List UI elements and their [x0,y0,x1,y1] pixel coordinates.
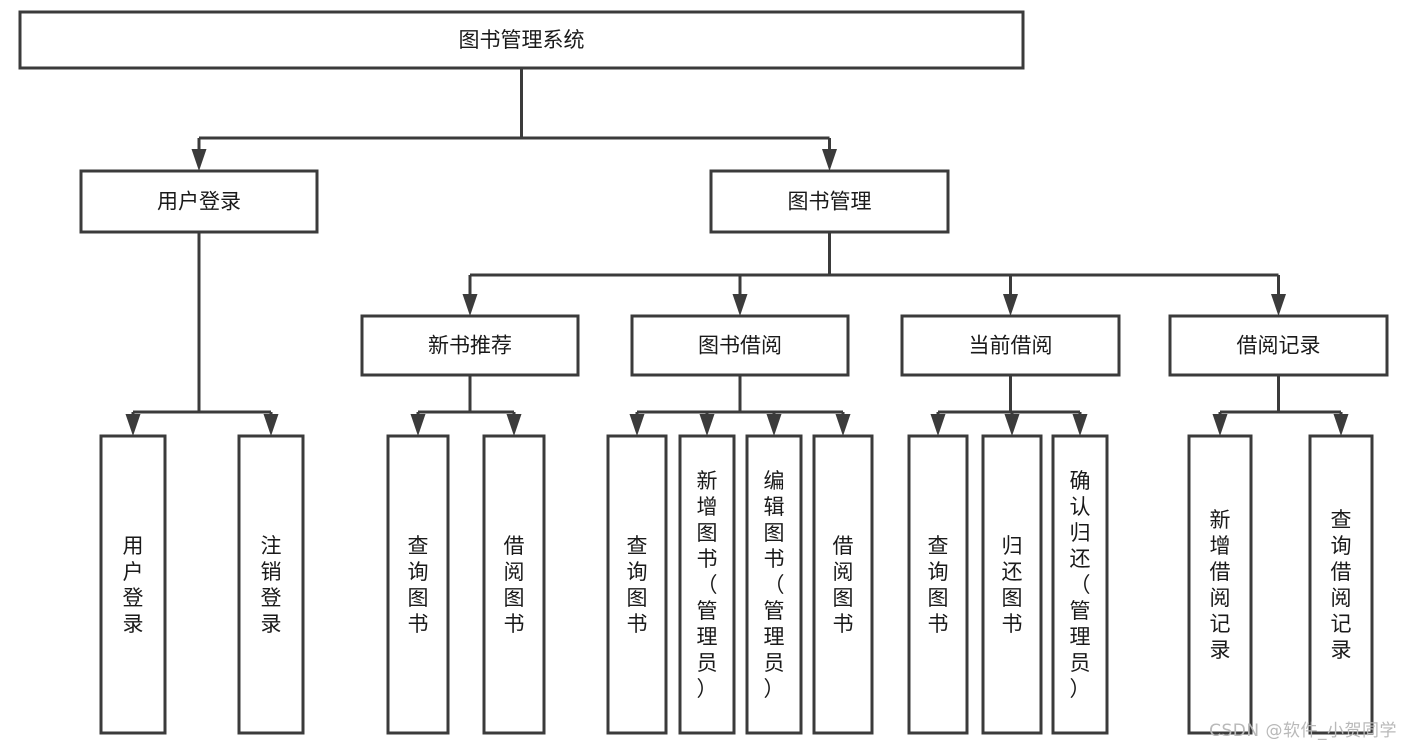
node-box [745,434,803,735]
edge-group-l3_current [930,375,1088,436]
node-l2-user[interactable]: 用户登录 [79,169,319,234]
node-leaf-rec-add[interactable]: 新增借阅记录 [1187,434,1253,735]
node-label: 确认归还（管理员） [1070,469,1091,701]
node-leaf-user-login[interactable]: 用户登录 [99,434,167,735]
node-leaf-user-logout[interactable]: 注销登录 [237,434,305,735]
node-box [900,314,1121,377]
node-box [237,434,305,735]
edge-group-l3_newbook [410,375,522,436]
node-label: 当前借阅 [969,334,1053,358]
node-box [812,434,874,735]
node-label: 借阅图书 [504,534,525,636]
node-leaf-bl-edit[interactable]: 编辑图书（管理员） [745,434,803,735]
node-leaf-cur-return[interactable]: 归还图书 [981,434,1043,735]
edge-group-l3_borrow [629,375,851,436]
node-label: 图书管理 [788,190,872,214]
node-box [1187,434,1253,735]
node-box [981,434,1043,735]
node-label: 新书推荐 [428,334,512,358]
node-box [709,169,950,234]
edges-layer [125,68,1349,436]
edge-group-root [191,68,837,171]
node-leaf-bl-add[interactable]: 新增图书（管理员） [678,434,736,735]
node-box [360,314,580,377]
node-label: 新增图书（管理员） [697,469,718,701]
node-l3-newbook[interactable]: 新书推荐 [360,314,580,377]
node-leaf-bl-query[interactable]: 查询图书 [606,434,668,735]
node-leaf-nb-borrow[interactable]: 借阅图书 [482,434,546,735]
node-label: 查询图书 [928,534,949,636]
node-label: 查询图书 [408,534,429,636]
node-l3-current[interactable]: 当前借阅 [900,314,1121,377]
node-root[interactable]: 图书管理系统 [18,10,1025,70]
node-leaf-cur-confirm[interactable]: 确认归还（管理员） [1051,434,1109,735]
node-leaf-nb-query[interactable]: 查询图书 [386,434,450,735]
node-box [630,314,850,377]
node-label: 注销登录 [261,534,282,636]
node-label: 用户登录 [123,534,144,636]
node-label: 借阅图书 [833,534,854,636]
node-leaf-cur-query[interactable]: 查询图书 [907,434,969,735]
node-leaf-bl-borrow[interactable]: 借阅图书 [812,434,874,735]
node-label: 查询借阅记录 [1331,508,1352,662]
node-label: 新增借阅记录 [1210,508,1231,662]
node-l3-borrow[interactable]: 图书借阅 [630,314,850,377]
node-box [386,434,450,735]
node-box [482,434,546,735]
node-box [1051,434,1109,735]
node-box [79,169,319,234]
edge-group-l2_user [125,232,279,436]
node-l3-record[interactable]: 借阅记录 [1168,314,1389,377]
node-label: 用户登录 [157,190,241,214]
node-label: 借阅记录 [1237,334,1321,358]
nodes-layer: 图书管理系统用户登录图书管理新书推荐图书借阅当前借阅借阅记录用户登录注销登录查询… [18,10,1389,735]
node-box [606,434,668,735]
node-l2-book[interactable]: 图书管理 [709,169,950,234]
node-box [1168,314,1389,377]
node-leaf-rec-query[interactable]: 查询借阅记录 [1308,434,1374,735]
node-label: 归还图书 [1002,534,1023,636]
edge-group-l2_book [462,232,1286,316]
node-box [99,434,167,735]
node-box [18,10,1025,70]
node-label: 图书借阅 [698,334,782,358]
node-box [1308,434,1374,735]
edge-group-l3_record [1212,375,1349,436]
node-label: 查询图书 [627,534,648,636]
node-label: 图书管理系统 [459,28,585,52]
node-box [678,434,736,735]
node-box [907,434,969,735]
node-label: 编辑图书（管理员） [764,469,785,701]
